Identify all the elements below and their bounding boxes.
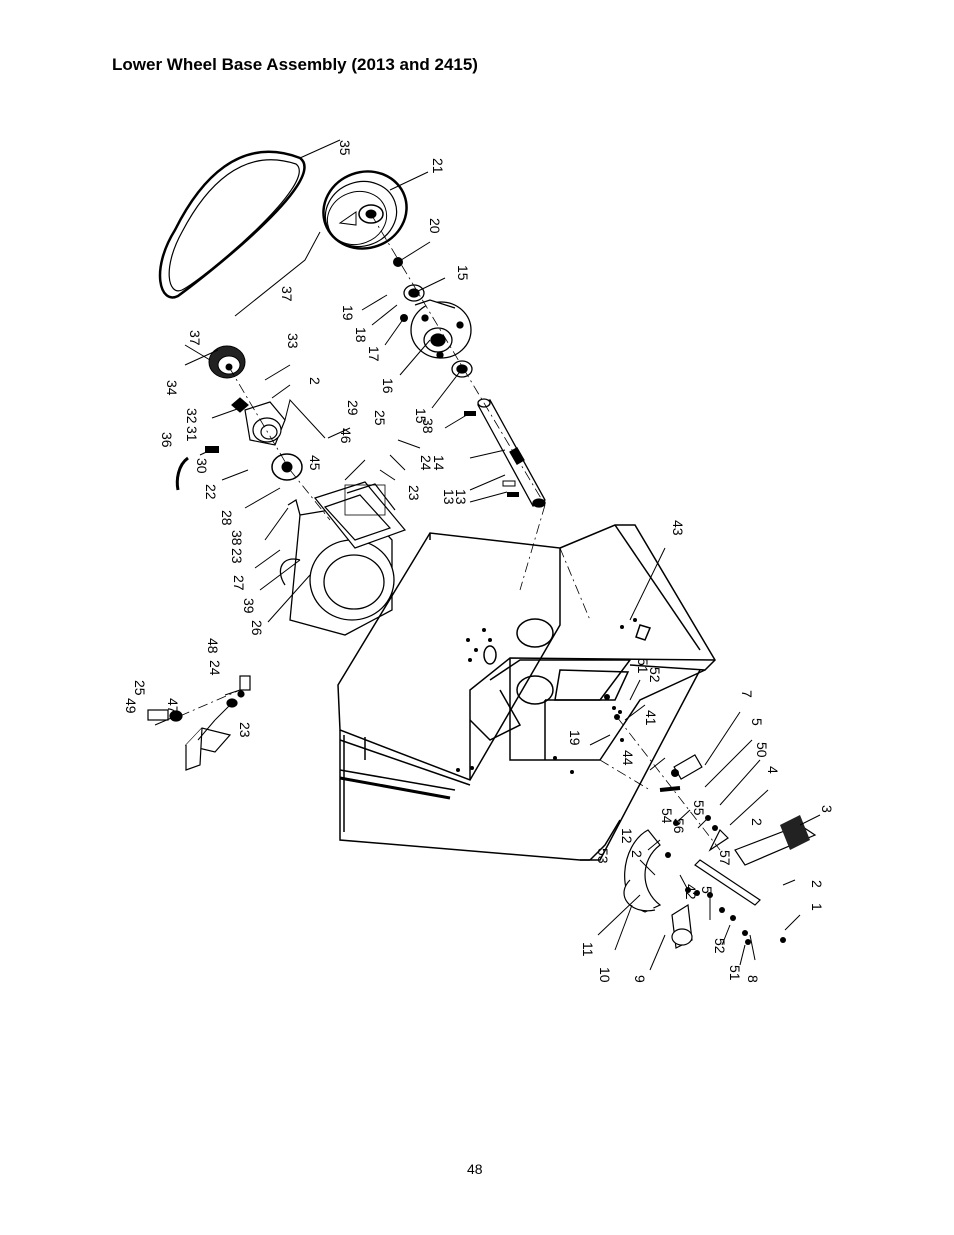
callout-55: 55 [691, 800, 707, 816]
leader-lines [154, 139, 821, 971]
callout-43: 43 [670, 520, 686, 536]
callout-25b: 25 [132, 680, 148, 696]
callout-3: 3 [819, 805, 835, 813]
callout-32: 32 [184, 408, 200, 424]
motor-mount-bracket [231, 397, 286, 446]
callout-24b: 24 [207, 660, 223, 676]
callout-labels: 35 21 20 15 19 18 17 16 15 38 24 14 13 1… [123, 140, 835, 983]
assembly-centerlines [179, 213, 721, 851]
callout-42: 42 [683, 884, 699, 900]
callout-56: 56 [671, 818, 687, 834]
callout-49: 49 [123, 698, 139, 714]
callout-51a: 51 [635, 658, 651, 674]
callout-50: 50 [754, 742, 770, 758]
callout-12: 12 [619, 828, 635, 844]
callout-23b: 23 [229, 548, 245, 564]
callout-53: 53 [595, 848, 611, 864]
callout-19a: 19 [340, 305, 356, 321]
callout-34: 34 [164, 380, 180, 396]
callout-5b: 5 [699, 886, 715, 894]
callout-54: 54 [659, 808, 675, 824]
callout-36: 36 [159, 432, 175, 448]
callout-46: 46 [338, 428, 354, 444]
callout-11: 11 [580, 942, 596, 957]
callout-52b: 52 [712, 938, 728, 954]
drive-shaft [477, 398, 546, 508]
callout-18: 18 [353, 327, 369, 343]
small-hardware [604, 694, 786, 945]
bearing-housing [410, 299, 472, 359]
cord-36 [175, 456, 189, 491]
callout-4: 4 [765, 766, 781, 774]
callout-22: 22 [203, 484, 219, 500]
callout-15b: 15 [413, 408, 429, 424]
callout-38a: 38 [420, 418, 436, 434]
callout-37b: 37 [187, 330, 203, 346]
callout-45: 45 [307, 455, 323, 471]
tension-bracket [147, 675, 251, 771]
callout-13b: 13 [453, 489, 469, 505]
small-pulley [208, 345, 246, 379]
callout-23a: 23 [406, 485, 422, 501]
callout-27: 27 [231, 575, 247, 591]
cabinet-holes [456, 618, 637, 774]
callout-47: 47 [165, 698, 181, 714]
callout-2d: 2 [629, 850, 645, 858]
callout-57: 57 [717, 850, 733, 866]
callout-52a: 52 [647, 667, 663, 683]
callout-38b: 38 [229, 530, 245, 546]
callout-1: 1 [809, 903, 825, 911]
page-title: Lower Wheel Base Assembly (2013 and 2415… [112, 55, 478, 74]
hub-flange [271, 453, 303, 481]
callout-17: 17 [366, 346, 382, 362]
motor-plate [313, 481, 407, 549]
callout-28: 28 [219, 510, 235, 526]
callout-30: 30 [194, 458, 210, 474]
cabinet-frame [337, 524, 716, 861]
callout-26: 26 [249, 620, 265, 636]
callout-24a: 24 [418, 455, 434, 471]
callout-48: 48 [205, 638, 221, 654]
callout-33: 33 [285, 333, 301, 349]
drive-belt [158, 150, 306, 299]
callout-39: 39 [241, 598, 257, 614]
callout-2-top: 2 [307, 377, 323, 385]
callout-23c: 23 [237, 722, 253, 738]
large-pulley [322, 170, 408, 250]
callout-8: 8 [745, 975, 761, 983]
callout-7: 7 [739, 690, 755, 698]
callout-10: 10 [597, 967, 613, 983]
callout-41: 41 [643, 710, 659, 726]
callout-51b: 51 [727, 965, 743, 981]
callout-44: 44 [620, 750, 636, 766]
callout-31: 31 [184, 426, 200, 442]
callout-13a: 13 [441, 489, 457, 505]
callout-15a: 15 [455, 265, 471, 281]
callout-9: 9 [632, 975, 648, 983]
callout-5a: 5 [749, 718, 765, 726]
callout-37a: 37 [279, 286, 295, 302]
callout-16: 16 [380, 378, 396, 394]
callout-14: 14 [431, 455, 447, 471]
callout-2b: 2 [749, 818, 765, 826]
callout-25a: 25 [372, 410, 388, 426]
callout-21: 21 [430, 158, 446, 174]
callout-19b: 19 [567, 730, 583, 746]
callout-35: 35 [337, 140, 353, 156]
callout-29: 29 [345, 400, 361, 416]
page-number: 48 [467, 1161, 483, 1177]
callout-20: 20 [427, 218, 443, 234]
callout-2c: 2 [809, 880, 825, 888]
